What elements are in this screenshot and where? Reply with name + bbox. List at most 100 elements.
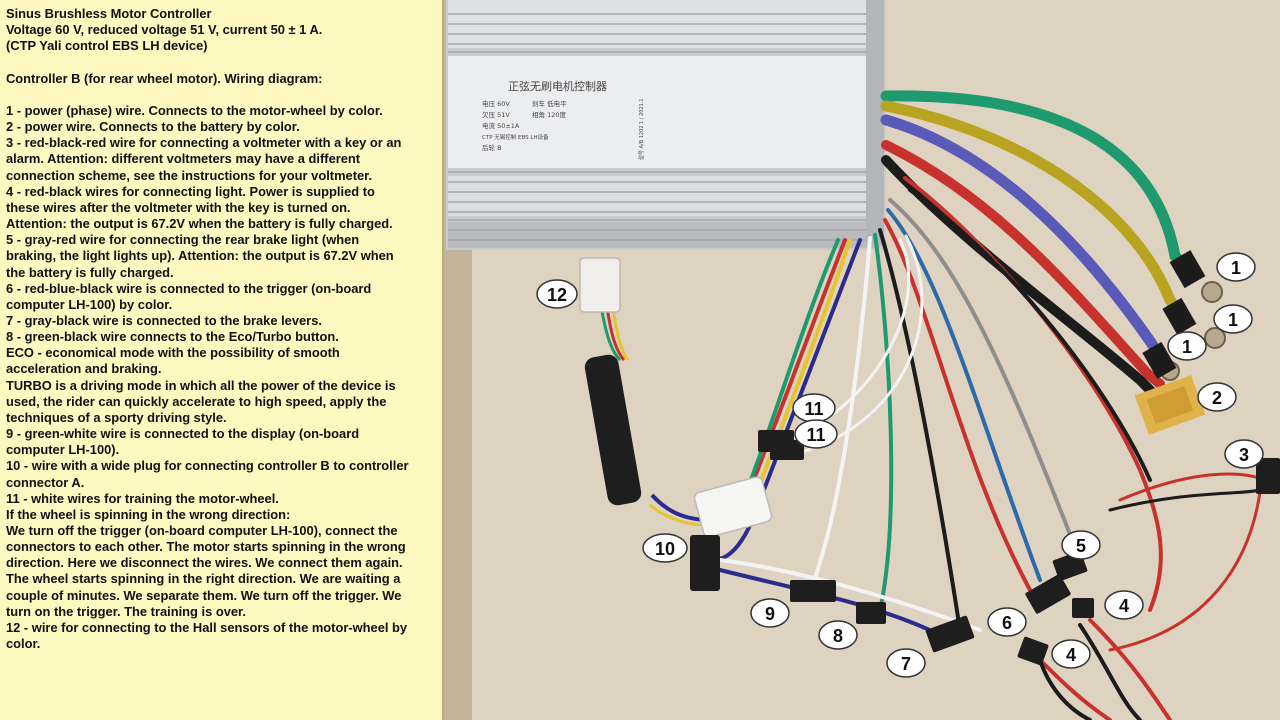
- svg-text:1: 1: [1182, 337, 1192, 357]
- callout-12: 12: [536, 279, 578, 309]
- description-line: ECO - economical mode with the possibili…: [6, 345, 340, 361]
- description-line: If the wheel is spinning in the wrong di…: [6, 506, 291, 522]
- callout-10: 10: [642, 533, 688, 563]
- description-line: couple of minutes. We separate them. We …: [6, 587, 402, 603]
- description-line: We turn off the trigger (on-board comput…: [6, 523, 398, 538]
- description-line: these wires after the voltmeter with the…: [6, 199, 351, 215]
- description-line: braking, the light lights up). Attention…: [6, 248, 394, 264]
- description-line: connection scheme, see the instructions …: [6, 167, 373, 183]
- description-line: 6 - red-blue-black wire is connected to …: [6, 280, 372, 296]
- controller-label-line: 后轮 B: [482, 143, 502, 152]
- controller-photo: 正弦无刷电机控制器 电压 60V 欠压 51V 电流 50±1A CTP 无锡控…: [444, 0, 1280, 720]
- svg-text:1: 1: [1228, 310, 1238, 330]
- svg-text:1: 1: [1231, 258, 1241, 278]
- callout-11a: 11: [792, 393, 836, 423]
- callout-3: 3: [1224, 439, 1264, 469]
- hall-connector-12: [579, 257, 621, 313]
- xt60-battery-plug: [1134, 375, 1206, 435]
- hall-sensor-harness: [579, 257, 773, 538]
- description-line: 5 - gray-red wire for connecting the rea…: [6, 232, 360, 248]
- description-line: (CTP Yali control EBS LH device): [6, 38, 208, 54]
- description-line: alarm. Attention: different voltmeters m…: [6, 151, 361, 167]
- svg-text:8: 8: [833, 626, 843, 646]
- svg-text:9: 9: [765, 604, 775, 624]
- callout-labels: 12 1 1 1 2 3 4 4 5 6 7 8 9 10 11 11: [536, 252, 1264, 678]
- connector-4b-plug: [1017, 636, 1049, 666]
- connector-9-plug: [790, 580, 836, 602]
- description-line: the battery is fully charged.: [6, 264, 174, 280]
- connector-10-plug: [690, 535, 720, 591]
- blank-line: [6, 54, 436, 70]
- hall-filter-block: [584, 354, 642, 506]
- svg-text:4: 4: [1119, 596, 1129, 616]
- description-line: color.: [6, 636, 41, 652]
- description-line: turn on the trigger. The training is ove…: [6, 603, 246, 619]
- connector-11b-plug: [770, 440, 804, 460]
- description-line: 2 - power wire. Connects to the battery …: [6, 119, 300, 135]
- svg-text:5: 5: [1076, 536, 1086, 556]
- callout-6: 6: [987, 607, 1027, 637]
- phase-wires: [880, 90, 1199, 397]
- description-line: Controller B (for rear wheel motor). Wir…: [6, 70, 323, 86]
- description-line: TURBO is a driving mode in which all the…: [6, 377, 396, 393]
- controller-label-line: 欠压 51V: [482, 110, 510, 119]
- controller-label-title: 正弦无刷电机控制器: [508, 79, 607, 93]
- svg-text:7: 7: [901, 654, 911, 674]
- controller-label-line: 相角 120度: [532, 110, 566, 119]
- description-line: techniques of a sporty driving style.: [6, 409, 227, 425]
- controller-label-line: 电流 50±1A: [482, 121, 520, 130]
- svg-text:12: 12: [547, 285, 567, 305]
- description-line: 7 - gray-black wire is connected to the …: [6, 312, 322, 328]
- description-line: The wheel starts spinning in the right d…: [6, 571, 401, 587]
- controller-box: [446, 0, 886, 250]
- callout-8: 8: [818, 620, 858, 650]
- callout-2: 2: [1197, 382, 1237, 412]
- callout-7: 7: [886, 648, 926, 678]
- svg-text:11: 11: [804, 399, 823, 419]
- controller-label-line: 电压 60V: [482, 99, 510, 108]
- description-line: direction. Here we disconnect the wires.…: [6, 555, 403, 571]
- controller-label-side: 型号 A/B 1202 1 / 2021.1: [638, 98, 645, 160]
- callout-4b: 4: [1051, 639, 1091, 669]
- description-line: acceleration and braking.: [6, 361, 162, 377]
- description-line: 8 - green-black wire connects to the Eco…: [6, 329, 339, 345]
- description-line: connector A.: [6, 474, 85, 490]
- description-line: 11 - white wires for training the motor-…: [6, 490, 279, 506]
- description-line: Sinus Brushless Motor Controller: [6, 6, 212, 21]
- description-line: computer LH-100).: [6, 442, 120, 458]
- connector-8-plug: [856, 602, 886, 624]
- connector-6-plug: [1025, 574, 1071, 614]
- controller-label: 正弦无刷电机控制器 电压 60V 欠压 51V 电流 50±1A CTP 无锡控…: [482, 79, 645, 160]
- description-line: 10 - wire with a wide plug for connectin…: [6, 458, 409, 474]
- callout-1a: 1: [1216, 252, 1256, 282]
- description-line: 1 - power (phase) wire. Connects to the …: [6, 102, 383, 118]
- callout-5: 5: [1061, 530, 1101, 560]
- connector-4a-plug: [1072, 598, 1094, 618]
- svg-text:11: 11: [806, 425, 825, 445]
- callout-1b: 1: [1213, 304, 1253, 334]
- description-line: connectors to each other. The motor star…: [6, 539, 406, 555]
- description-line: Voltage 60 V, reduced voltage 51 V, curr…: [6, 22, 323, 38]
- description-line: 12 - wire for connecting to the Hall sen…: [6, 619, 408, 635]
- description-line: computer LH-100) by color.: [6, 296, 173, 312]
- connector-7-plug: [925, 615, 975, 653]
- blank-line: [6, 87, 436, 103]
- connector-3-plug: [1256, 458, 1280, 494]
- callout-11b: 11: [794, 419, 838, 449]
- description-line: 4 - red-black wires for connecting light…: [6, 183, 375, 199]
- description-line: used, the rider can quickly accelerate t…: [6, 393, 387, 409]
- svg-text:2: 2: [1212, 388, 1222, 408]
- connector-blocks: [690, 430, 1280, 666]
- callout-9: 9: [750, 598, 790, 628]
- callout-1c: 1: [1167, 331, 1207, 361]
- svg-text:3: 3: [1239, 445, 1249, 465]
- white-connector: [693, 476, 773, 538]
- description-line: 3 - red-black-red wire for connecting a …: [6, 135, 402, 151]
- svg-text:4: 4: [1066, 645, 1076, 665]
- controller-label-line: 刹车 低电平: [532, 99, 567, 108]
- callout-4a: 4: [1104, 590, 1144, 620]
- controller-label-line: CTP 无锡控制 EBS LH设备: [482, 133, 549, 141]
- description-line: Attention: the output is 67.2V when the …: [6, 216, 393, 232]
- svg-text:6: 6: [1002, 613, 1012, 633]
